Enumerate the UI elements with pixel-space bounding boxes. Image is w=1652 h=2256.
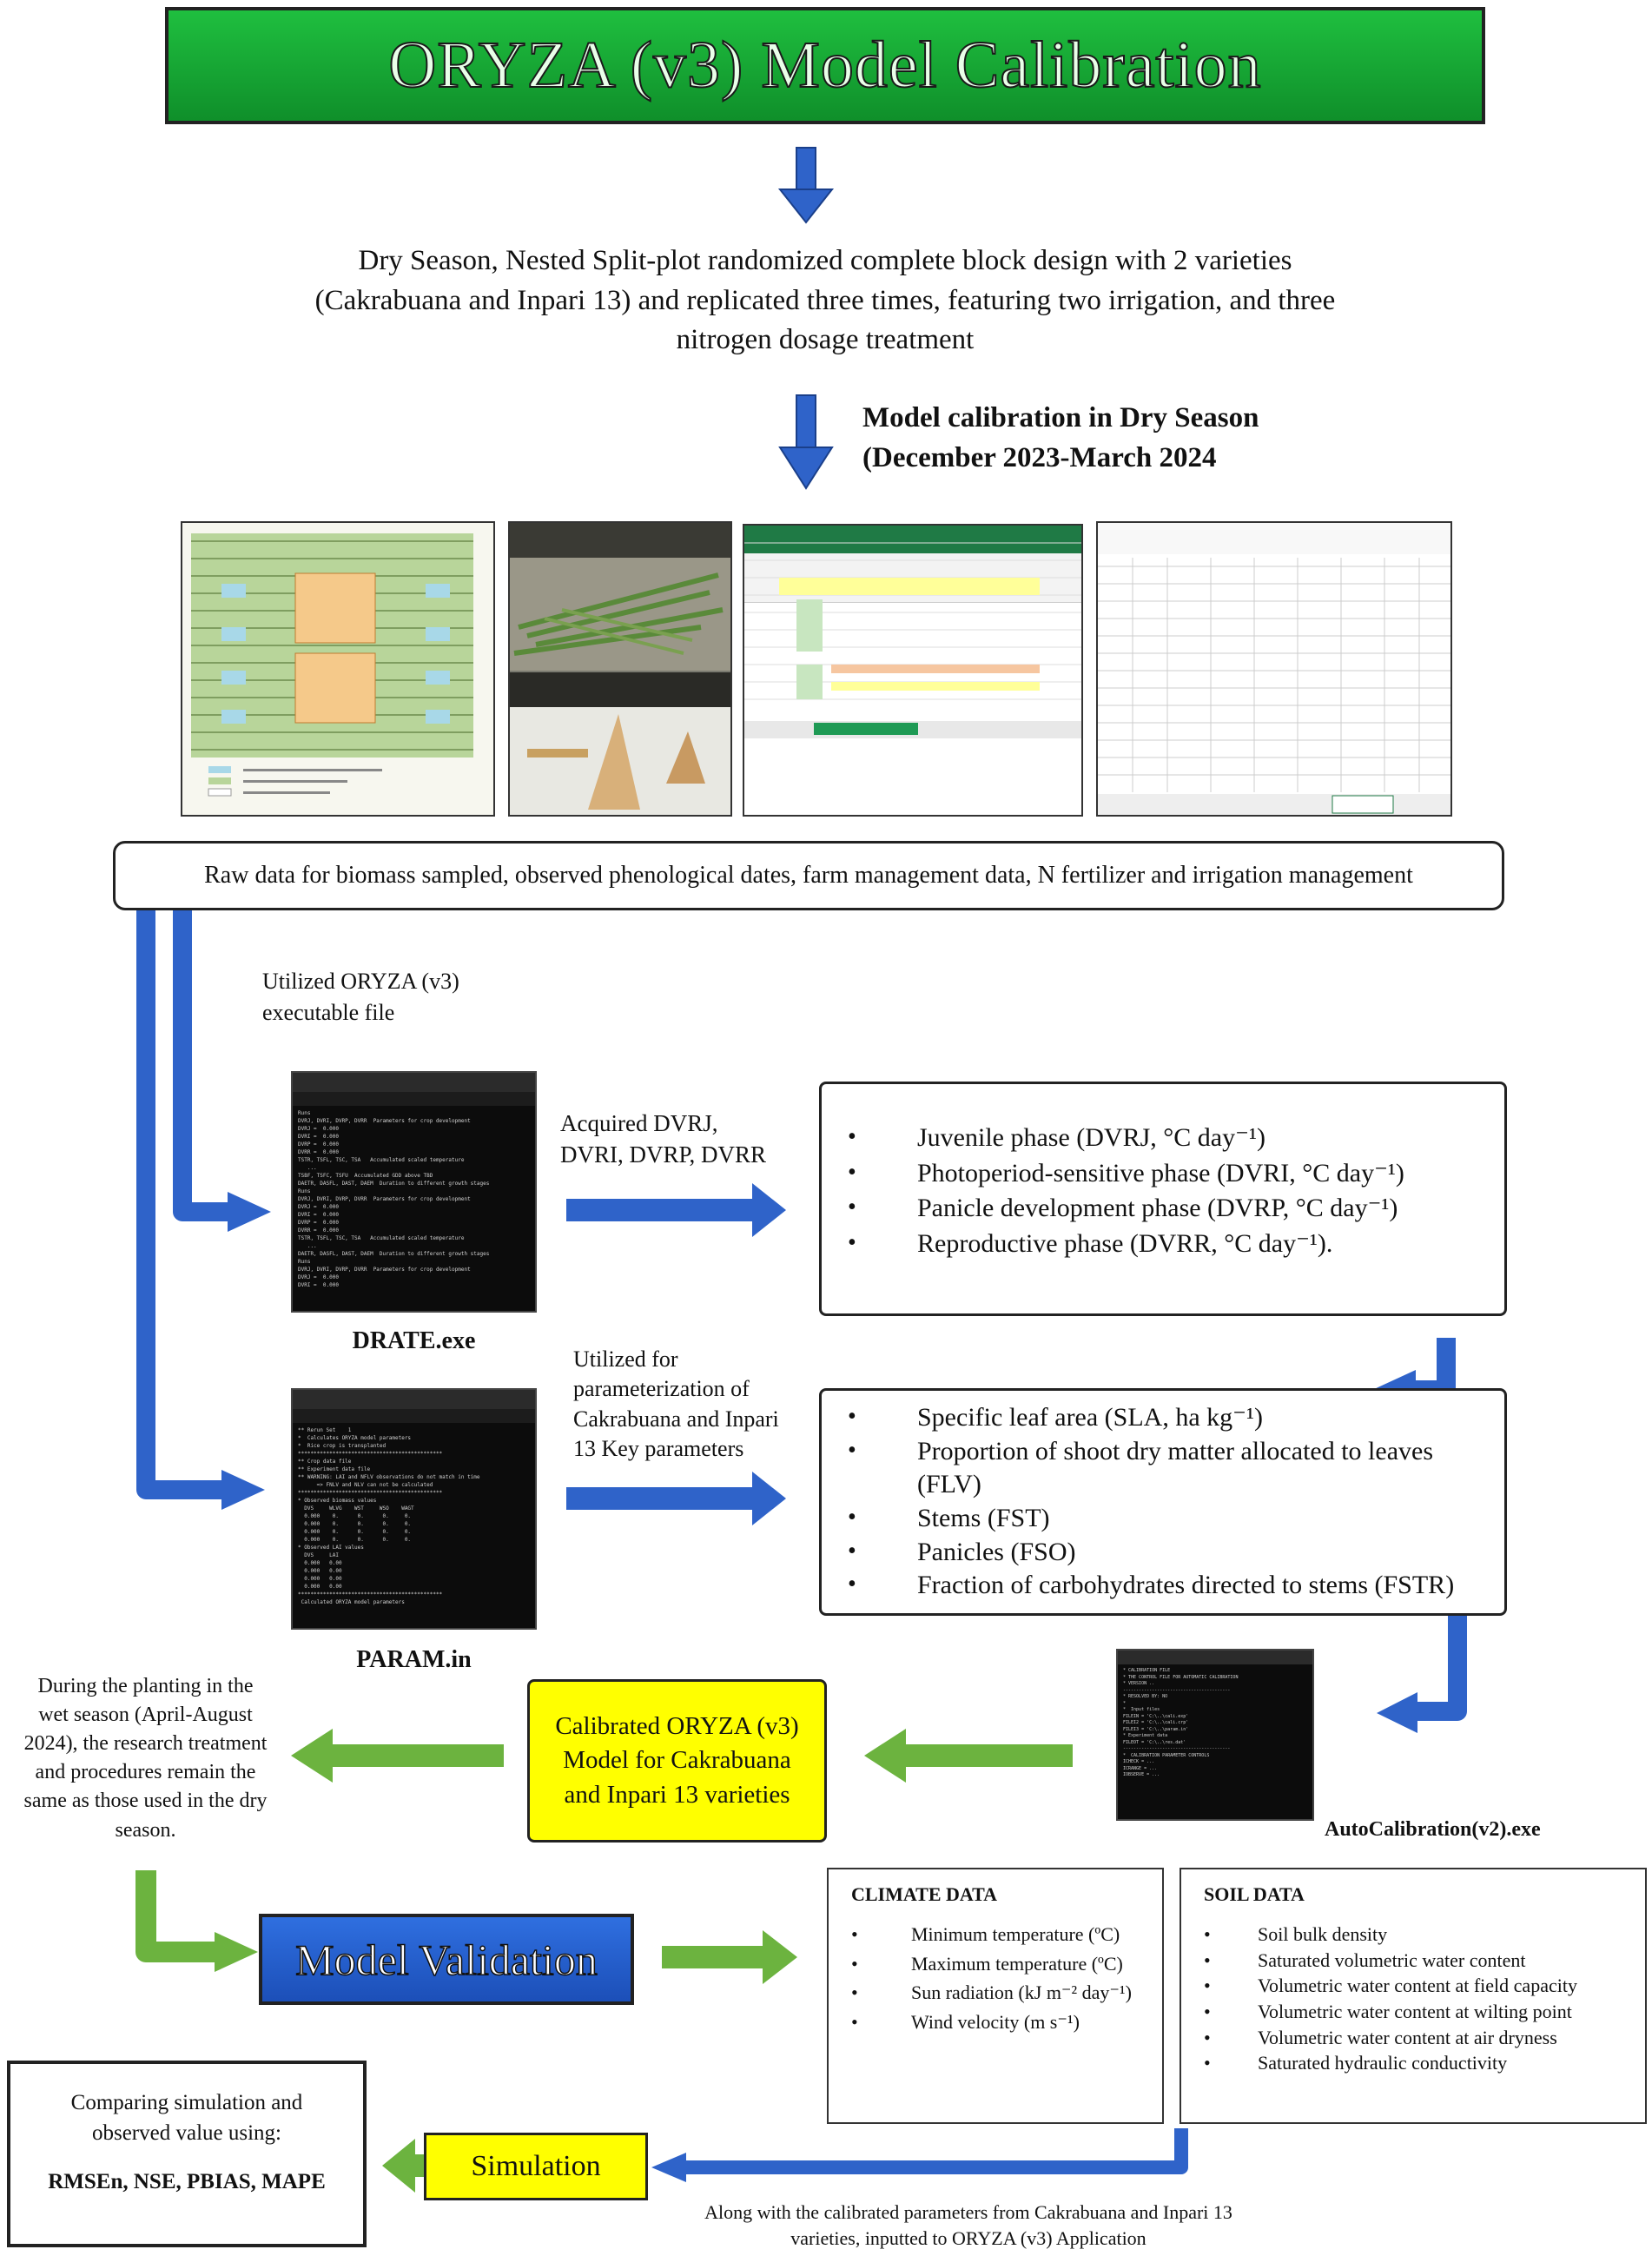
phase-item: Reproductive phase (DVRR, °C day⁻¹). bbox=[822, 1227, 1504, 1262]
comparing-metrics: RMSEn, NSE, PBIAS, MAPE bbox=[48, 2170, 326, 2193]
model-validation-box: Model Validation bbox=[259, 1914, 634, 2005]
phase-item: Panicle development phase (DVRP, °C day⁻… bbox=[822, 1191, 1504, 1227]
phases-box: Juvenile phase (DVRJ, °C day⁻¹) Photoper… bbox=[819, 1082, 1507, 1316]
raw-data-box: Raw data for biomass sampled, observed p… bbox=[113, 841, 1504, 910]
soil-heading: SOIL DATA bbox=[1204, 1883, 1305, 1905]
soil-list: Soil bulk density Saturated volumetric w… bbox=[1181, 1922, 1645, 2076]
climate-heading: CLIMATE DATA bbox=[851, 1883, 998, 1905]
utilized-param-text: Utilized for parameterization of Cakrabu… bbox=[573, 1346, 779, 1461]
right-elbow-arrow bbox=[1411, 1338, 1456, 1399]
param-terminal-titlebar bbox=[293, 1390, 535, 1409]
soil-item: Soil bulk density bbox=[1181, 1922, 1636, 1948]
parameter-item: Proportion of shoot dry matter allocated… bbox=[822, 1435, 1504, 1502]
arrowhead-drate bbox=[228, 1192, 271, 1232]
autocal-terminal-window: * CALIBRATION FILE * THE CONTROL FILE FO… bbox=[1116, 1649, 1314, 1821]
autocal-terminal-titlebar bbox=[1118, 1651, 1312, 1664]
green-arrow-to-calibrated bbox=[864, 1729, 1073, 1783]
right-elbow-arrow-autocal bbox=[1416, 1616, 1467, 1721]
acquired-text: Acquired DVRJ, DVRI, DVRP, DVRR bbox=[560, 1110, 767, 1168]
climate-item: Minimum temperature (ºC) bbox=[829, 1922, 1146, 1948]
param-label: PARAM.in bbox=[356, 1646, 472, 1673]
raw-data-text: Raw data for biomass sampled, observed p… bbox=[204, 861, 1413, 889]
simulation-box: Simulation bbox=[424, 2133, 648, 2200]
param-terminal-window: ** Rerun Set 1 * Calculates ORYZA model … bbox=[291, 1388, 537, 1630]
inputted-text: Along with the calibrated parameters fro… bbox=[704, 2201, 1232, 2249]
model-validation-text: Model Validation bbox=[294, 1935, 598, 1985]
parameter-item: Panicles (FSO) bbox=[822, 1536, 1504, 1570]
right-arrow-phases bbox=[566, 1183, 786, 1237]
calibration-period-line2: (December 2023-March 2024 bbox=[862, 442, 1217, 474]
field-layout-image bbox=[181, 521, 495, 817]
drate-terminal-titlebar bbox=[293, 1073, 535, 1092]
field-layout-drawing bbox=[191, 533, 473, 797]
soil-item: Saturated volumetric water content bbox=[1181, 1948, 1636, 1974]
drate-label: DRATE.exe bbox=[352, 1327, 476, 1354]
right-arrow-params bbox=[566, 1472, 786, 1525]
sample-photo-drawing bbox=[510, 523, 730, 815]
spreadsheet-image-2 bbox=[1096, 521, 1452, 817]
drate-terminal-window: Runs DVRJ, DVRI, DVRP, DVRR Parameters f… bbox=[291, 1071, 537, 1313]
calibrated-model-text: Calibrated ORYZA (v3) Model for Cakrabua… bbox=[555, 1712, 799, 1809]
climate-list: Minimum temperature (ºC) Maximum tempera… bbox=[829, 1922, 1162, 2035]
left-elbow-arrow-param bbox=[136, 908, 224, 1499]
green-arrow-to-wet-season bbox=[291, 1729, 504, 1783]
wet-season-text: During the planting in the wet season (A… bbox=[23, 1675, 268, 1842]
autocal-label: AutoCalibration(v2).exe bbox=[1325, 1818, 1541, 1841]
calibration-period-line1: Model calibration in Dry Season bbox=[862, 402, 1259, 433]
green-arrow-to-climate bbox=[662, 1930, 797, 1984]
down-arrow-1 bbox=[777, 147, 835, 224]
arrowhead-blue-return bbox=[651, 2153, 686, 2182]
design-description: Dry Season, Nested Split-plot randomized… bbox=[314, 245, 1336, 356]
soil-data-box: SOIL DATA Soil bulk density Saturated vo… bbox=[1180, 1868, 1647, 2124]
soil-item: Volumetric water content at wilting poin… bbox=[1181, 1999, 1636, 2025]
soil-item: Saturated hydraulic conductivity bbox=[1181, 2050, 1636, 2076]
calibrated-model-box: Calibrated ORYZA (v3) Model for Cakrabua… bbox=[527, 1679, 827, 1843]
spreadsheet-titlebar bbox=[744, 526, 1081, 553]
title-banner: ORYZA (v3) Model Calibration bbox=[165, 7, 1485, 124]
climate-item: Maximum temperature (ºC) bbox=[829, 1951, 1146, 1977]
calibration-period: Model calibration in Dry Season (Decembe… bbox=[862, 398, 1470, 478]
blue-return-arrow bbox=[682, 2128, 1188, 2174]
soil-item: Volumetric water content at air dryness bbox=[1181, 2025, 1636, 2051]
spreadsheet-image-1 bbox=[743, 524, 1083, 817]
climate-item: Sun radiation (kJ m⁻² day⁻¹) bbox=[829, 1980, 1146, 2006]
down-arrow-2 bbox=[778, 394, 834, 490]
phases-list: Juvenile phase (DVRJ, °C day⁻¹) Photoper… bbox=[822, 1121, 1504, 1261]
arrowhead-param bbox=[221, 1470, 265, 1510]
drate-terminal-output: Runs DVRJ, DVRI, DVRP, DVRR Parameters f… bbox=[298, 1110, 490, 1288]
utilized-exe-text: Utilized ORYZA (v3) executable file bbox=[262, 969, 459, 1025]
climate-item: Wind velocity (m s⁻¹) bbox=[829, 2009, 1146, 2035]
comparing-text: Comparing simulation and observed value … bbox=[70, 2091, 303, 2145]
arrowhead-green-elbow bbox=[215, 1932, 258, 1972]
spreadsheet-grid bbox=[744, 542, 1081, 738]
param-terminal-output: ** Rerun Set 1 * Calculates ORYZA model … bbox=[298, 1427, 480, 1605]
param-terminal-menu bbox=[293, 1409, 535, 1423]
page-title: ORYZA (v3) Model Calibration bbox=[387, 28, 1262, 103]
simulation-text: Simulation bbox=[471, 2149, 601, 2182]
soil-item: Volumetric water content at field capaci… bbox=[1181, 1973, 1636, 1999]
sample-photo bbox=[508, 521, 732, 817]
parameters-list: Specific leaf area (SLA, ha kg⁻¹) Propor… bbox=[822, 1401, 1504, 1603]
parameter-item: Fraction of carbohydrates directed to st… bbox=[822, 1569, 1504, 1603]
parameters-box: Specific leaf area (SLA, ha kg⁻¹) Propor… bbox=[819, 1388, 1507, 1616]
parameter-item: Specific leaf area (SLA, ha kg⁻¹) bbox=[822, 1401, 1504, 1435]
comparing-box: Comparing simulation and observed value … bbox=[7, 2061, 367, 2247]
drate-terminal-menu bbox=[293, 1092, 535, 1106]
green-elbow-arrow bbox=[135, 1870, 217, 1962]
climate-data-box: CLIMATE DATA Minimum temperature (ºC) Ma… bbox=[827, 1868, 1164, 2124]
arrowhead-autocal bbox=[1377, 1692, 1417, 1733]
phase-item: Photoperiod-sensitive phase (DVRI, °C da… bbox=[822, 1156, 1504, 1192]
parameter-item: Stems (FST) bbox=[822, 1502, 1504, 1536]
left-elbow-arrow-drate bbox=[173, 908, 230, 1221]
spreadsheet-table-drawing bbox=[1098, 523, 1450, 815]
autocal-terminal-output: * CALIBRATION FILE * THE CONTROL FILE FO… bbox=[1123, 1668, 1239, 1777]
phase-item: Juvenile phase (DVRJ, °C day⁻¹) bbox=[822, 1121, 1504, 1156]
